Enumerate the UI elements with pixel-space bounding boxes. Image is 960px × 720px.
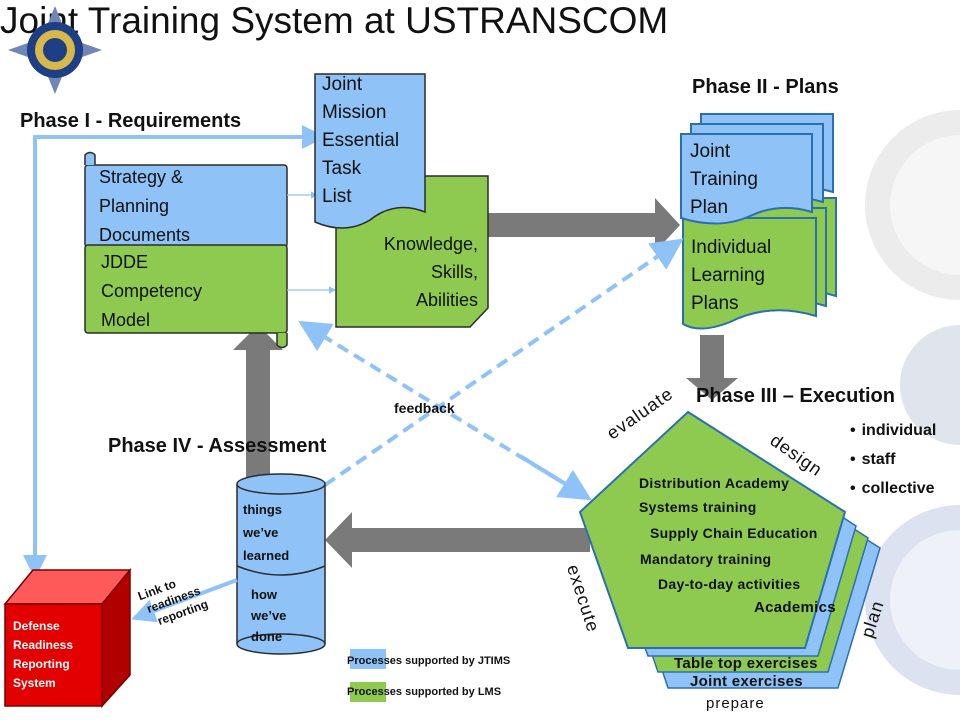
ilp-text: Individual Learning Plans (691, 234, 771, 318)
drrs-line-4: System (13, 676, 56, 690)
phase-4-label: Phase IV - Assessment (108, 435, 327, 457)
drrs-line-2: Readiness (13, 638, 74, 652)
jdde-line-3: Model (101, 310, 151, 330)
knowledge-cylinder (236, 473, 326, 655)
ksa-line-3: Abilities (415, 290, 478, 310)
ksa-text: Knowledge, Skills, Abilities (340, 230, 478, 314)
jtp-line-1: Joint (690, 141, 731, 162)
level-staff: staff (850, 445, 936, 474)
page-title: Joint Training System at USTRANSCOM (0, 0, 669, 41)
jtp-stack (680, 113, 834, 225)
ilp-line-1: Individual (691, 237, 772, 258)
execution-pentagon (578, 410, 847, 649)
jmetl-line-1: Joint (322, 74, 363, 95)
strategy-docs-text: Strategy & Planning Documents (99, 163, 190, 250)
level-individual: individual (850, 416, 937, 445)
drrs-cube (3, 567, 132, 708)
cylinder-bottom-text: how we’ve done (251, 584, 286, 647)
drrs-text: Defense Readiness Reporting System (13, 617, 73, 693)
cyl-top-line-3: learned (243, 548, 290, 563)
ustranscom-seal-logo (8, 6, 102, 94)
jdde-line-2: Competency (101, 281, 203, 301)
jtp-line-2: Training (690, 169, 758, 190)
cyl-top-line-1: things (243, 502, 282, 517)
jmetl-line-4: Task (322, 158, 362, 179)
jtp-line-3: Plan (690, 197, 729, 218)
legend-swatch-lms (350, 682, 386, 702)
pentagon-item-5: Day-to-day activities (658, 576, 801, 592)
ksa-line-2: Skills, (430, 262, 478, 282)
pentagon-item-2: Systems training (639, 499, 757, 515)
jdde-line-1: JDDE (101, 252, 149, 272)
strategy-line-3: Documents (99, 225, 191, 245)
level-collective: collective (850, 474, 936, 503)
jmetl-line-5: List (322, 186, 352, 207)
feedback-arrow-up (323, 238, 684, 487)
phase-2-label: Phase II - Plans (692, 76, 839, 98)
cyl-top-line-2: we’ve (243, 525, 279, 540)
layer-joint-exercises: Joint exercises (690, 673, 803, 690)
ilp-line-2: Learning (691, 265, 765, 286)
drrs-line-3: Reporting (13, 657, 70, 671)
jmetl-line-2: Mission (322, 102, 387, 123)
pentagon-item-4: Mandatory training (640, 551, 772, 567)
jtp-text: Joint Training Plan (690, 138, 758, 222)
legend-swatch-jtims (350, 649, 386, 669)
drrs-line-1: Defense (13, 619, 60, 633)
legend-label-jtims: Processes supported by JTIMS (347, 655, 511, 667)
layer-tabletop: Table top exercises (674, 655, 818, 672)
cycle-prepare: prepare (706, 695, 765, 712)
background-seals (865, 110, 960, 695)
cyl-bottom-line-3: done (251, 629, 283, 644)
legend-label-lms: Processes supported by LMS (347, 686, 502, 698)
jmetl-document (314, 73, 426, 229)
cylinder-top-text: things we’ve learned (243, 498, 289, 567)
feedback-label: feedback (394, 400, 455, 416)
pentagon-item-3: Supply Chain Education (650, 525, 818, 541)
phase-3-label: Phase III – Execution (696, 385, 895, 407)
jdde-text: JDDE Competency Model (101, 248, 202, 335)
ilp-line-3: Plans (691, 293, 739, 314)
jmetl-text: Joint Mission Essential Task List (322, 71, 399, 211)
strategy-line-2: Planning (99, 196, 170, 216)
pentagon-item-1: Distribution Academy (639, 475, 790, 491)
execution-levels-list: individual staff collective (850, 416, 937, 503)
gray-arrows (233, 198, 738, 568)
strategy-line-1: Strategy & (99, 167, 184, 187)
ilp-stack (682, 197, 837, 330)
jdde-scroll (84, 244, 288, 349)
phase-1-label: Phase I - Requirements (20, 110, 242, 132)
layer-academics: Academics (754, 599, 836, 616)
feedback-arrow-diag (298, 320, 577, 492)
cyl-bottom-line-2: we’ve (251, 608, 287, 623)
phase1-bracket (33, 125, 326, 600)
cyl-bottom-line-1: how (251, 587, 277, 602)
jmetl-line-3: Essential (322, 130, 400, 151)
ksa-line-1: Knowledge, (383, 234, 478, 254)
